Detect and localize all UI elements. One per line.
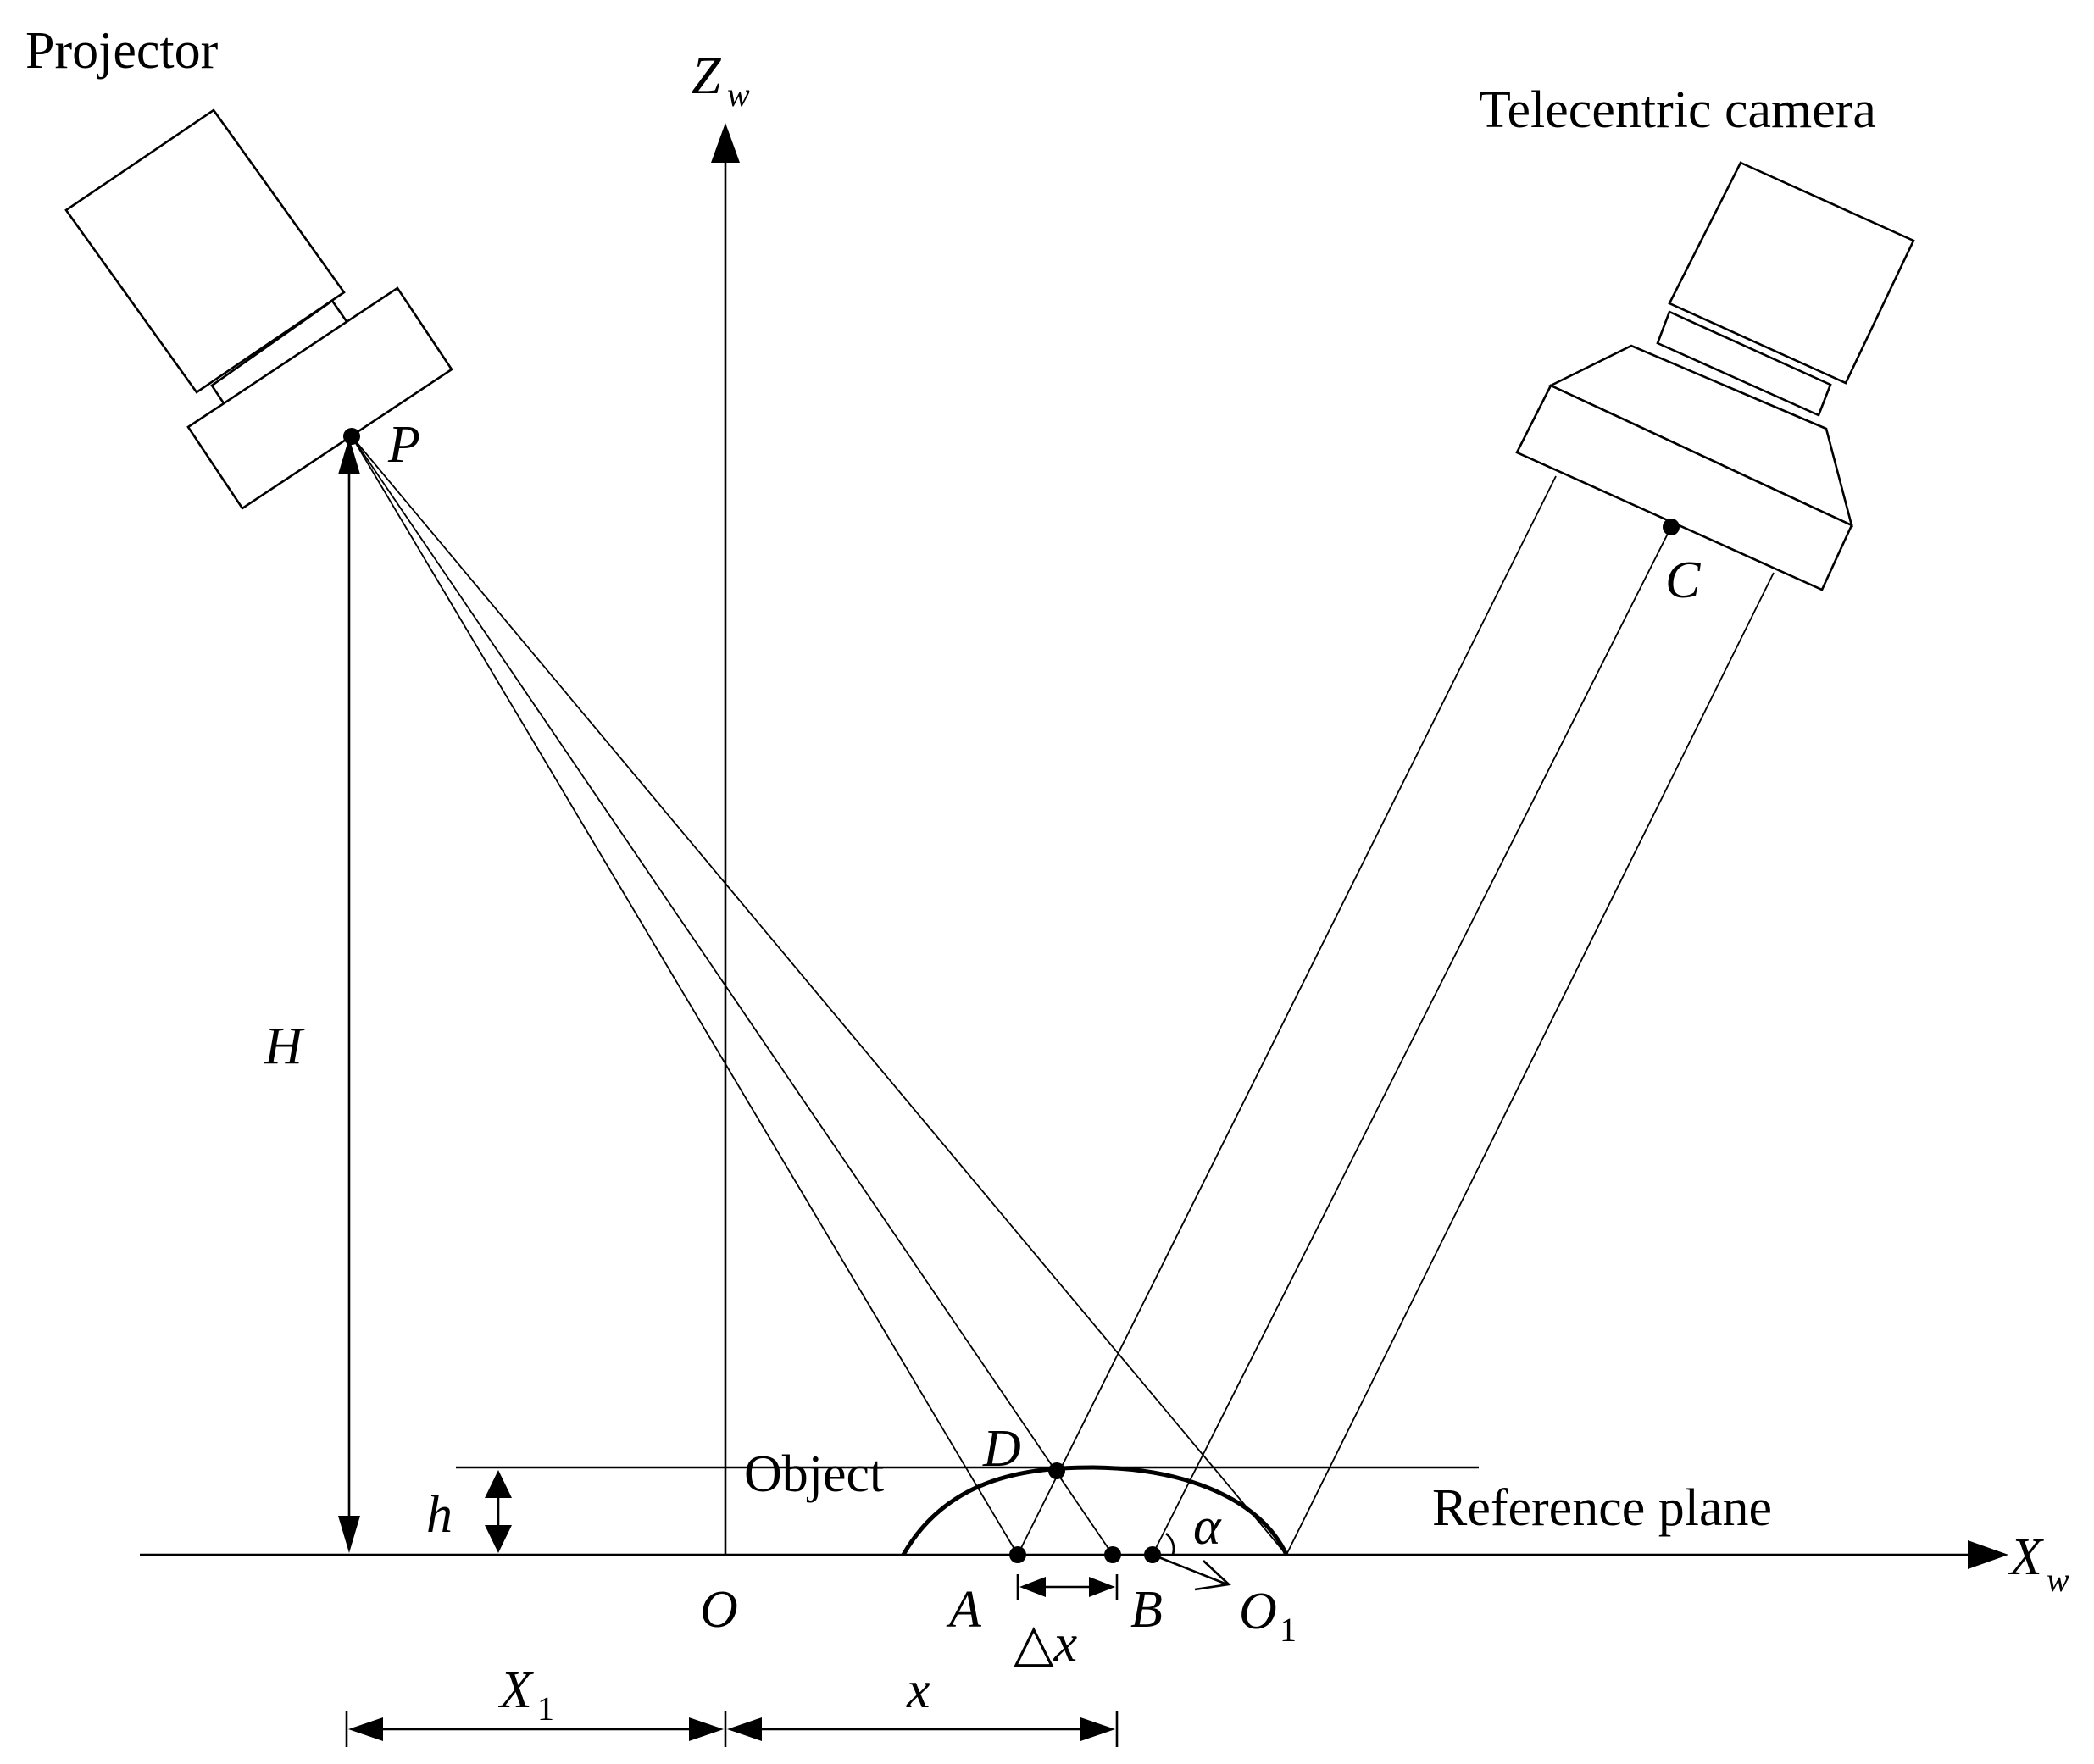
label-reference-plane: Reference plane bbox=[1432, 1479, 1772, 1537]
point-p-dot bbox=[343, 428, 360, 445]
ray-p-to-b bbox=[351, 435, 1114, 1556]
dimension-X1-arrow-left bbox=[348, 1717, 383, 1741]
point-d-dot bbox=[1048, 1462, 1065, 1479]
ray-p-to-a bbox=[351, 435, 1019, 1556]
projector-device bbox=[64, 108, 453, 510]
dimension-H-arrow-top bbox=[338, 437, 360, 474]
label-z-axis-sub: w bbox=[727, 75, 750, 114]
point-c-dot bbox=[1663, 519, 1680, 535]
label-dim-delta-x: △x bbox=[1014, 1615, 1078, 1672]
label-z-axis: Z bbox=[692, 47, 721, 105]
point-a-dot bbox=[1009, 1546, 1026, 1563]
axes bbox=[140, 123, 2008, 1569]
dimension-X1-x bbox=[345, 1711, 1119, 1747]
projector-lens-box bbox=[186, 286, 453, 510]
alpha-normal-arrowhead bbox=[1194, 1560, 1231, 1591]
dimension-X1-arrow-right bbox=[689, 1717, 724, 1741]
label-point-b: B bbox=[1130, 1581, 1163, 1639]
label-x-axis: X bbox=[2008, 1528, 2044, 1586]
projector-rays bbox=[351, 435, 1287, 1556]
angle-alpha-arc bbox=[1165, 1533, 1175, 1556]
z-axis-arrowhead bbox=[711, 123, 740, 163]
label-object: Object bbox=[744, 1445, 884, 1503]
label-point-o: O bbox=[700, 1581, 738, 1639]
dimension-h-arrow-top bbox=[485, 1470, 512, 1498]
delta-x-arrow-right bbox=[1089, 1577, 1115, 1597]
camera-neck bbox=[1656, 310, 1832, 417]
label-dim-x: x bbox=[906, 1661, 930, 1719]
label-x-axis-sub: w bbox=[2047, 1561, 2069, 1599]
camera-ray-center bbox=[1152, 526, 1672, 1556]
telecentric-camera-device bbox=[1515, 161, 1915, 591]
points bbox=[343, 428, 1680, 1563]
camera-ray-left bbox=[1017, 475, 1557, 1556]
delta-x-arrow-left bbox=[1019, 1577, 1046, 1597]
labels: Projector Telecentric camera Z w X w P C… bbox=[25, 22, 2069, 1728]
dimension-x-arrow-right bbox=[1080, 1717, 1115, 1741]
camera-rays bbox=[1017, 475, 1775, 1556]
dimension-H-arrow-bottom bbox=[338, 1516, 360, 1553]
alpha-normal-arrow bbox=[1152, 1553, 1228, 1586]
camera-ray-right bbox=[1286, 572, 1775, 1556]
label-point-o1: O bbox=[1239, 1583, 1277, 1640]
angle-alpha-marker bbox=[1152, 1533, 1231, 1591]
label-angle-alpha: α bbox=[1193, 1498, 1222, 1556]
label-dim-X1-sub: 1 bbox=[537, 1689, 554, 1728]
dimension-h-arrow-bottom bbox=[485, 1525, 512, 1553]
label-point-c: C bbox=[1665, 552, 1701, 609]
label-dim-X1: X bbox=[497, 1661, 534, 1719]
dimension-h bbox=[456, 1466, 1479, 1553]
object-surface-curve bbox=[901, 1465, 1289, 1556]
label-telecentric-camera: Telecentric camera bbox=[1479, 81, 1876, 139]
ray-p-to-o1 bbox=[351, 435, 1287, 1556]
projector-body bbox=[64, 108, 346, 394]
label-point-o1-sub: 1 bbox=[1280, 1611, 1297, 1649]
dimension-delta-x bbox=[1016, 1574, 1119, 1600]
camera-body bbox=[1668, 161, 1915, 385]
dimension-H bbox=[338, 437, 360, 1553]
label-point-a: A bbox=[946, 1581, 982, 1639]
label-projector: Projector bbox=[25, 22, 219, 80]
x-axis-arrowhead bbox=[1968, 1540, 2008, 1569]
camera-lens-lower bbox=[1515, 384, 1853, 591]
label-dim-h: h bbox=[426, 1486, 453, 1544]
label-point-p: P bbox=[387, 416, 420, 474]
label-point-d: D bbox=[982, 1420, 1021, 1478]
label-dim-H: H bbox=[264, 1018, 305, 1075]
dimension-x-arrow-left bbox=[727, 1717, 762, 1741]
point-ab-dot bbox=[1104, 1546, 1121, 1563]
